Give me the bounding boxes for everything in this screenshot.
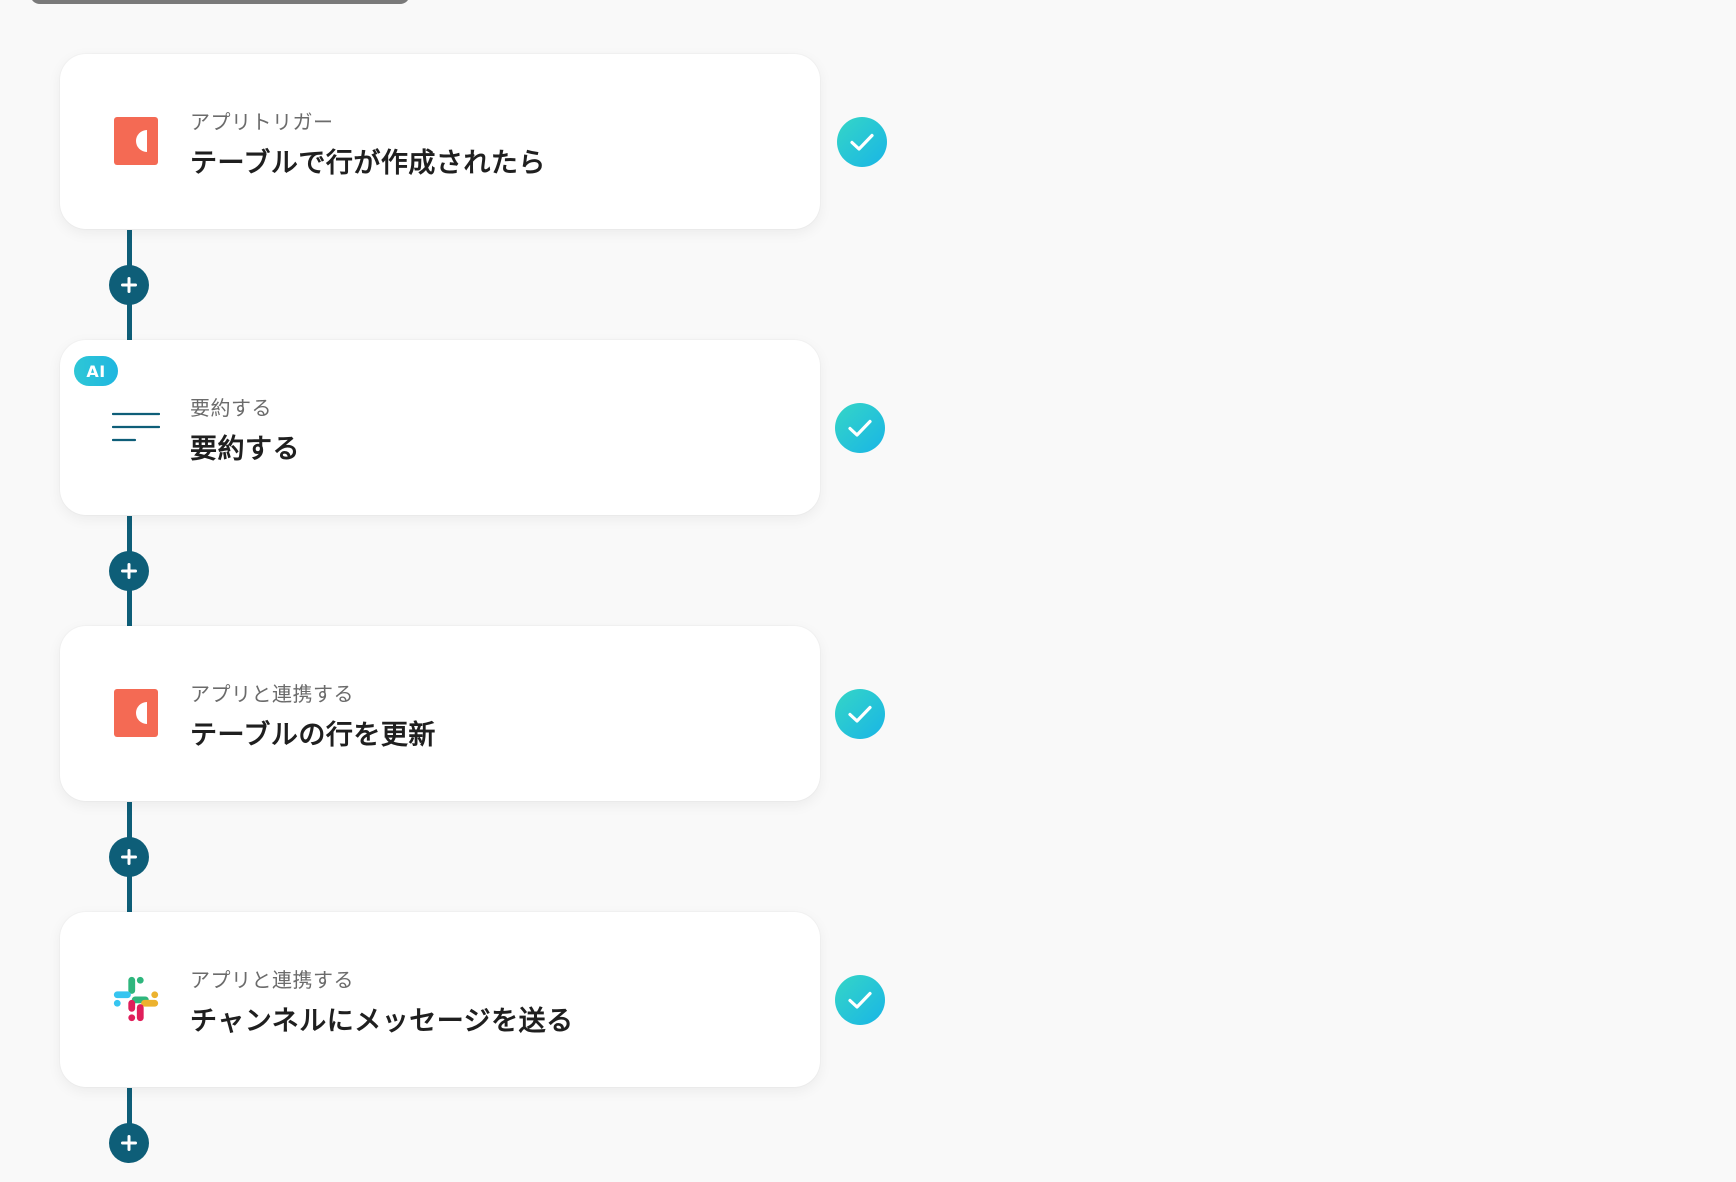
step-card-send-message[interactable]: アプリと連携する チャンネルにメッセージを送る: [60, 912, 820, 1087]
check-icon: [850, 133, 874, 151]
step-card-summarize[interactable]: AI 要約する 要約する: [60, 340, 820, 515]
coda-logo-icon: [106, 683, 166, 743]
step-status-check: [837, 117, 887, 167]
step-card-update-row[interactable]: アプリと連携する テーブルの行を更新: [60, 626, 820, 801]
check-icon: [848, 705, 872, 723]
connector-line: [127, 1088, 132, 1148]
step-type-label: 要約する: [190, 396, 272, 420]
step-status-check: [835, 689, 885, 739]
step-title: 要約する: [190, 434, 300, 465]
plus-icon: [121, 849, 137, 865]
check-icon: [848, 991, 872, 1009]
add-step-button[interactable]: [109, 1123, 149, 1163]
add-step-button[interactable]: [109, 551, 149, 591]
plus-icon: [121, 277, 137, 293]
step-type-label: アプリトリガー: [190, 110, 334, 134]
check-icon: [848, 419, 872, 437]
step-title: チャンネルにメッセージを送る: [190, 1006, 574, 1037]
add-step-button[interactable]: [109, 837, 149, 877]
step-status-check: [835, 403, 885, 453]
step-title: テーブルで行が作成されたら: [190, 148, 546, 179]
plus-icon: [121, 563, 137, 579]
step-status-check: [835, 975, 885, 1025]
top-toolbar-edge: [30, 0, 410, 4]
coda-logo-icon: [106, 111, 166, 171]
add-step-button[interactable]: [109, 265, 149, 305]
plus-icon: [121, 1135, 137, 1151]
step-type-label: アプリと連携する: [190, 968, 354, 992]
step-type-label: アプリと連携する: [190, 682, 354, 706]
summarize-lines-icon: [106, 397, 166, 457]
slack-logo-icon: [106, 969, 166, 1029]
step-card-trigger[interactable]: アプリトリガー テーブルで行が作成されたら: [60, 54, 820, 229]
step-title: テーブルの行を更新: [190, 720, 436, 751]
ai-badge: AI: [74, 356, 118, 386]
